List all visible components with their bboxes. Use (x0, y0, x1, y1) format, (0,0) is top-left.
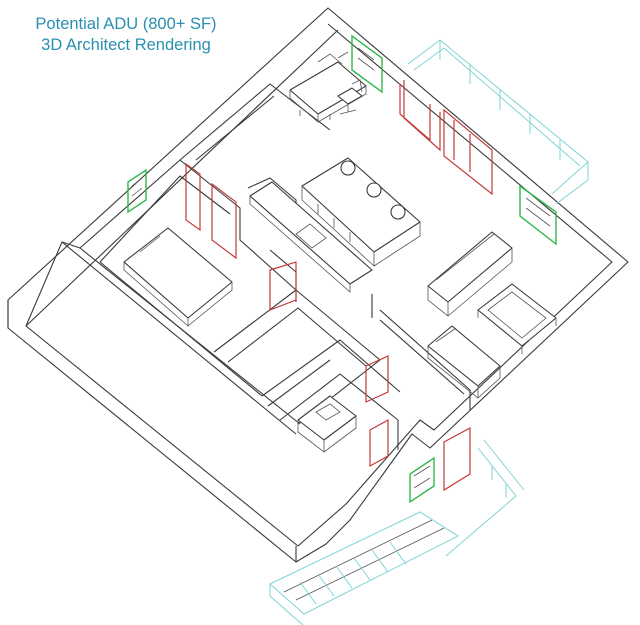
caption: Potential ADU (800+ SF) 3D Architect Ren… (0, 14, 252, 56)
desk (289, 51, 367, 123)
kitchen-counter (249, 181, 373, 293)
caption-subtitle: 3D Architect Rendering (41, 36, 211, 54)
sofa-upper (427, 231, 513, 317)
upper-deck-railing (407, 39, 589, 205)
caption-title: Potential ADU (800+ SF) (35, 15, 217, 33)
exterior-walls (7, 7, 629, 563)
bed (123, 227, 233, 327)
lower-deck-railing (445, 439, 525, 557)
bathroom-vanity (297, 395, 357, 453)
doors (185, 80, 493, 492)
interior-walls (25, 83, 471, 450)
coffee-table (477, 283, 557, 354)
kitchen-island (301, 157, 421, 267)
windows (127, 34, 557, 504)
sofa-lower (427, 325, 501, 399)
stairs (269, 511, 460, 625)
office-chair (337, 79, 363, 115)
